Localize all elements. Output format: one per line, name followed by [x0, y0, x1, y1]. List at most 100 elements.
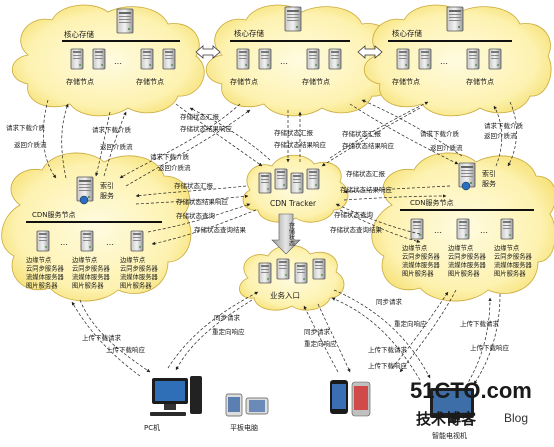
- tablet-label: 平板电脑: [230, 423, 258, 432]
- status-response-label: 存储状态结果响应: [340, 185, 393, 194]
- business-entry: 业务入口: [258, 258, 326, 300]
- edge-node-ellipsis: …: [480, 226, 488, 235]
- redirect-response-label: 重定向响应: [212, 327, 245, 336]
- connector: [167, 291, 259, 369]
- storage-node-server-icon: [306, 48, 320, 70]
- edge-node-line: 边缘节点: [494, 243, 519, 252]
- storage-node-server-icon: [488, 48, 502, 70]
- sync-request-label: 同步请求: [376, 297, 403, 306]
- edge-node-line: 云同步服务器: [402, 252, 440, 261]
- connector: [399, 289, 457, 373]
- cdn-service-node-left: 索引 服务 CDN服务节点 … … 边缘节点云同步服务器流媒体服务器图片服务器 …: [26, 176, 162, 290]
- edge-node-server-icon: [80, 230, 94, 252]
- edge-node-line: 流媒体服务器: [72, 272, 110, 281]
- edge-node-line: 图片服务器: [448, 269, 480, 278]
- core-storage-server-icon: [116, 8, 134, 34]
- storage-node-server-icon: [70, 48, 84, 70]
- edge-node-line: 云同步服务器: [26, 264, 64, 273]
- edge-node-line: 云同步服务器: [494, 252, 532, 261]
- globe-icon: [79, 195, 89, 205]
- edge-node-line: 流媒体服务器: [448, 260, 486, 269]
- core-storage-server-icon: [446, 6, 464, 32]
- query-result-label: 存储状态查询结果: [330, 225, 383, 234]
- req-download-label: 请求下载介质: [150, 152, 190, 161]
- core-storage-middle: 核心存储 … 存储节点 存储节点: [230, 6, 350, 86]
- watermark-tagline: 技术博客: [416, 410, 477, 428]
- query-result-label: 存储状态查询结果: [194, 225, 247, 234]
- upload-download-request-label: 上传下载请求: [460, 319, 500, 328]
- globe-icon: [461, 181, 471, 191]
- return-media-label: 返回介质流: [484, 131, 517, 140]
- edge-node-ellipsis: …: [434, 226, 442, 235]
- storage-node-server-icon: [396, 48, 410, 70]
- connector: [493, 105, 503, 167]
- return-media-label: 返回介质流: [158, 163, 191, 172]
- edge-node-line: 云同步服务器: [448, 252, 486, 261]
- storage-node-ellipsis: …: [280, 57, 288, 66]
- storage-node-label: 存储节点: [136, 77, 164, 86]
- smart-tv-device: 智能电视机: [430, 388, 474, 440]
- connector: [331, 297, 421, 381]
- core-storage-right: 核心存储 … 存储节点 存储节点: [388, 6, 512, 86]
- connector: [303, 305, 339, 373]
- core-storage-server-icon: [284, 6, 302, 32]
- storage-node-server-icon: [258, 48, 272, 70]
- status-response-label: 存储状态结果响应: [176, 197, 229, 206]
- core-sync-arrow-right: [357, 45, 383, 59]
- edge-node-line: 流媒体服务器: [26, 272, 64, 281]
- smart-tv-label: 智能电视机: [432, 431, 467, 440]
- status-report-label: 存储状态汇报: [346, 169, 386, 178]
- status-response-label: 存储状态结果响应: [180, 124, 233, 133]
- storage-node-ellipsis: …: [114, 57, 122, 66]
- upload-download-request-label: 上传下载请求: [82, 333, 122, 342]
- edge-node-line: 流媒体服务器: [494, 260, 532, 269]
- connector: [333, 289, 431, 379]
- index-service-label-line2: 服务: [100, 191, 114, 200]
- entry-server-icon: [312, 258, 326, 280]
- core-sync-arrow-left: [195, 45, 221, 59]
- tracker-server-icon: [290, 172, 304, 194]
- connector: [507, 101, 517, 167]
- connector: [343, 185, 451, 194]
- index-service-label-line2-r: 服务: [482, 179, 496, 188]
- redirect-response-label: 重定向响应: [304, 339, 337, 348]
- edge-node-server-icon: [456, 218, 470, 240]
- connector: [61, 103, 69, 179]
- status-vertical-label: 存储状态: [288, 221, 295, 246]
- upload-download-response-label: 上传下载响应: [106, 345, 146, 354]
- return-media-label: 返回介质流: [100, 142, 133, 151]
- edge-node-line: 图片服务器: [494, 269, 526, 278]
- core-storage-title: 核心存储: [234, 28, 264, 38]
- cdn-service-node-right: 索引 服务 CDN服务节点 … … 边缘节点云同步服务器流媒体服务器图片服务器 …: [400, 162, 534, 278]
- watermark-blog: Blog: [504, 411, 528, 425]
- req-download-label: 请求下载介质: [92, 125, 132, 134]
- edge-node-server-icon: [500, 218, 514, 240]
- upload-download-response-label: 上传下载响应: [470, 343, 510, 352]
- edge-node-line: 边缘节点: [72, 255, 97, 264]
- status-query-label: 存储状态查询: [334, 210, 374, 219]
- storage-node-server-icon: [466, 48, 480, 70]
- connector: [339, 209, 421, 243]
- req-download-label: 请求下载介质: [484, 121, 524, 130]
- tracker-label: CDN Tracker: [270, 199, 317, 208]
- connector: [175, 299, 253, 371]
- dashed-connectors: [42, 99, 517, 387]
- status-report-label: 存储状态汇报: [342, 129, 382, 138]
- status-response-label: 存储状态结果响应: [274, 140, 327, 149]
- cdn-title: CDN服务节点: [32, 210, 76, 219]
- edge-node-line: 图片服务器: [402, 269, 434, 278]
- status-query-label: 存储状态查询: [176, 211, 216, 220]
- connector: [79, 299, 151, 373]
- entry-label: 业务入口: [270, 290, 300, 300]
- connector: [119, 103, 241, 179]
- connector: [125, 109, 251, 187]
- connector: [349, 103, 459, 165]
- storage-node-server-icon: [328, 48, 342, 70]
- return-media-label: 返回介质流: [430, 143, 463, 152]
- connector: [135, 194, 249, 205]
- storage-node-label: 存储节点: [66, 77, 94, 86]
